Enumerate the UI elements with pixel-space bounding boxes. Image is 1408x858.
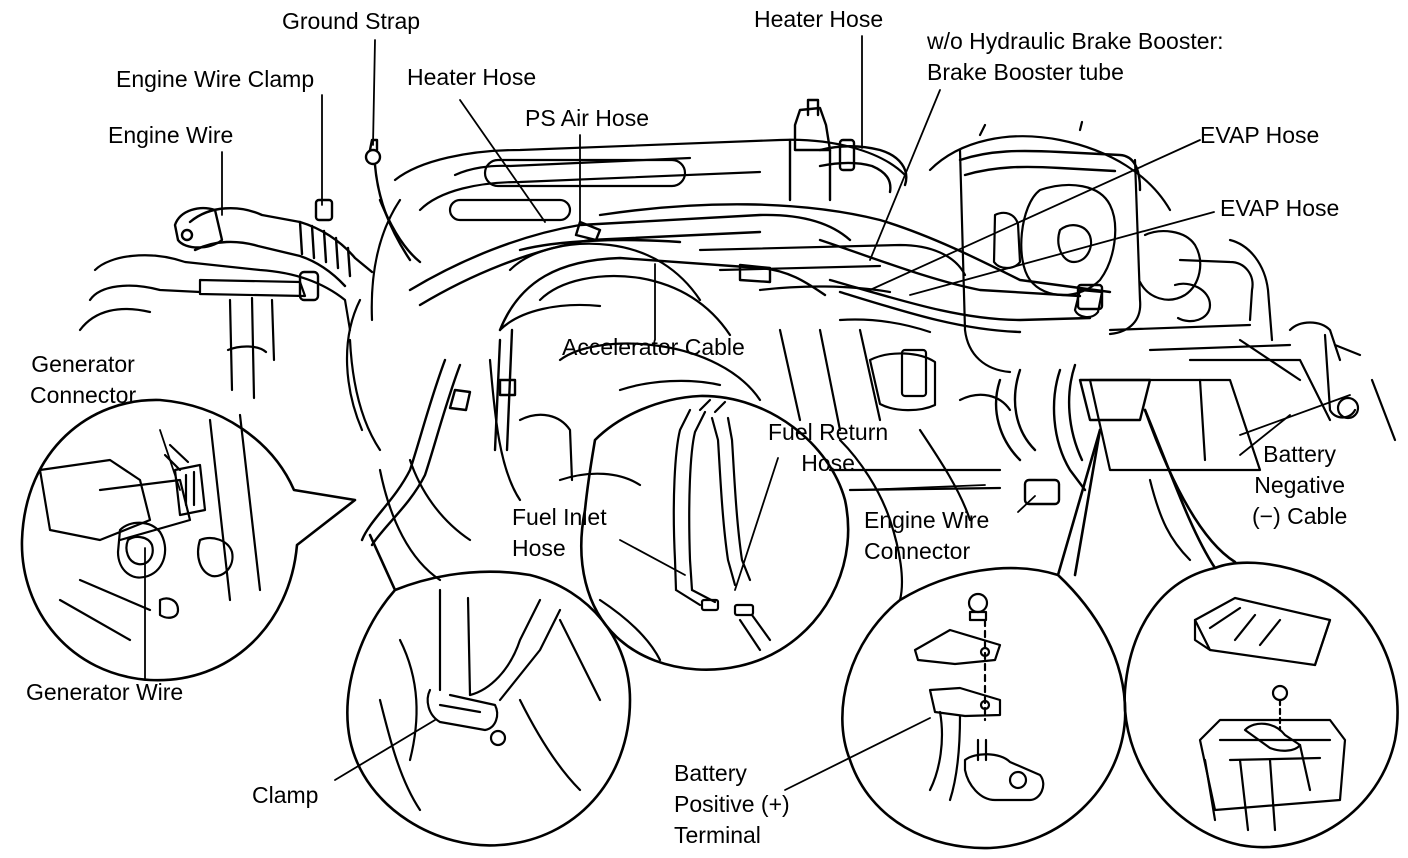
label-accelerator-cable: Accelerator Cable xyxy=(562,332,745,363)
leader-lines xyxy=(144,35,1351,791)
label-text: Hose xyxy=(801,450,855,476)
label-text: PS Air Hose xyxy=(525,105,649,131)
label-engine-wire-clamp: Engine Wire Clamp xyxy=(116,64,314,95)
label-ps-air-hose: PS Air Hose xyxy=(525,103,649,134)
label-generator-wire: Generator Wire xyxy=(26,677,183,708)
label-brake-booster-tube: w/o Hydraulic Brake Booster: Brake Boost… xyxy=(927,26,1224,88)
hoses xyxy=(173,98,1152,547)
label-generator-connector: Generator Connector xyxy=(30,349,136,411)
battery-positive-detail xyxy=(913,592,1045,802)
label-evap-hose-2: EVAP Hose xyxy=(1220,193,1339,224)
label-text: Ground Strap xyxy=(282,8,421,34)
label-evap-hose-1: EVAP Hose xyxy=(1200,120,1319,151)
label-battery-negative-cable: Battery Negative (−) Cable xyxy=(1252,439,1347,532)
label-ground-strap: Ground Strap xyxy=(282,6,420,37)
label-text: Battery xyxy=(1263,441,1337,467)
battery-negative-detail xyxy=(1193,596,1347,832)
label-text: (−) Cable xyxy=(1252,503,1348,529)
label-text: Battery xyxy=(674,760,747,786)
label-text: Brake Booster tube xyxy=(927,59,1124,85)
label-text: Engine Wire Clamp xyxy=(116,66,315,92)
label-text: Positive (+) xyxy=(674,791,790,817)
detail-callouts xyxy=(20,394,1399,850)
label-text: Heater Hose xyxy=(407,64,537,90)
fuel-detail xyxy=(672,398,772,652)
label-text: Clamp xyxy=(252,782,319,808)
label-fuel-inlet-hose: Fuel Inlet Hose xyxy=(512,502,607,564)
label-engine-wire-connector: Engine Wire Connector xyxy=(864,505,989,567)
label-battery-positive-terminal: Battery Positive (+) Terminal xyxy=(674,758,790,851)
label-text: Terminal xyxy=(674,822,761,848)
engine-body xyxy=(78,120,1397,662)
clamp-detail xyxy=(378,588,602,812)
label-text: Fuel Inlet xyxy=(512,504,607,530)
label-text: Accelerator Cable xyxy=(562,334,745,360)
label-text: Fuel Return xyxy=(768,419,889,445)
label-text: w/o Hydraulic Brake Booster: xyxy=(927,28,1224,54)
label-text: Connector xyxy=(864,538,971,564)
label-text: Generator xyxy=(31,351,135,377)
label-text: EVAP Hose xyxy=(1200,122,1320,148)
label-fuel-return-hose: Fuel Return Hose xyxy=(768,417,888,479)
label-text: Connector xyxy=(30,382,137,408)
label-heater-hose-top: Heater Hose xyxy=(754,4,883,35)
label-text: Heater Hose xyxy=(754,6,884,32)
label-text: Engine Wire xyxy=(108,122,234,148)
label-text: Engine Wire xyxy=(864,507,990,533)
label-heater-hose-left: Heater Hose xyxy=(407,62,536,93)
label-text: Negative xyxy=(1254,472,1345,498)
label-clamp: Clamp xyxy=(252,780,318,811)
label-text: Generator Wire xyxy=(26,679,184,705)
label-text: EVAP Hose xyxy=(1220,195,1340,221)
label-engine-wire: Engine Wire xyxy=(108,120,233,151)
label-text: Hose xyxy=(512,535,566,561)
generator-detail xyxy=(38,413,262,642)
